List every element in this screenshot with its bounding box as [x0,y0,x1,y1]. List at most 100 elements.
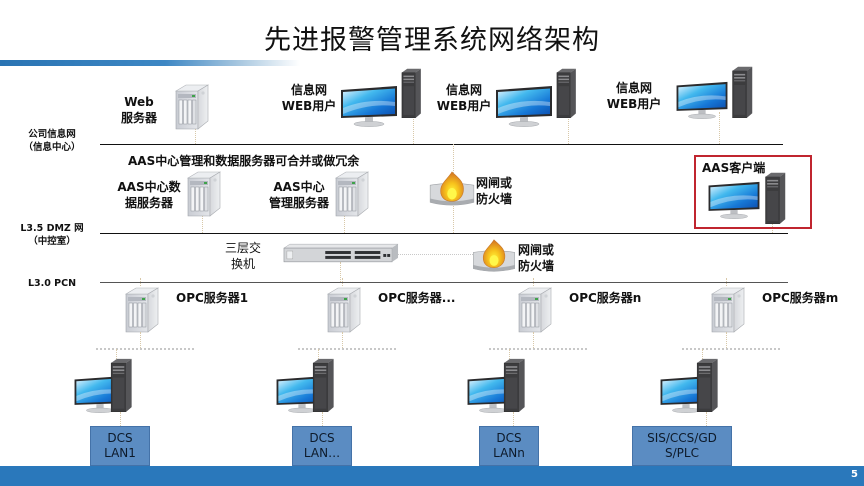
page-title: 先进报警管理系统网络架构 [264,25,600,56]
opc-server-label: OPC服务器n [569,291,642,305]
corp-network-line [100,144,783,145]
title-underline-bar [0,60,300,66]
label-line1: AAS中心 [273,180,325,194]
redundancy-note: AAS中心管理和数据服务器可合并或做冗余 [128,154,360,168]
connector [340,262,341,282]
zone-label-line1: L3.0 PCN [27,278,77,289]
server-icon [332,170,372,218]
label-line1: Web [124,95,154,109]
monitor-icon [674,80,730,120]
zone-label-line1: L3.5 DMZ 网 [20,223,84,234]
lan-label-line2: LAN… [303,446,341,460]
label-line1: 网闸或 [476,176,513,190]
server-icon [184,170,224,218]
zone-label-corp: 公司信息网 （信息中心） [10,128,94,154]
connector [533,278,534,286]
web-user-label: 信息网 WEB用户 [280,82,338,114]
lan-label-line1: SIS/CCS/GD [647,431,717,445]
server-icon [324,286,364,334]
label-line2: 防火墙 [518,259,555,273]
lan-label-line1: DCS [496,431,522,445]
connector [96,348,194,350]
connector [318,349,319,359]
label-line2: 据服务器 [124,196,173,210]
workstation-icon [397,68,425,118]
aas-client-highlight-box [694,155,812,229]
connector [509,349,510,359]
firewall-label: 网闸或 防火墙 [476,175,526,207]
label-line2: WEB用户 [606,97,662,111]
zone-label-line1: 公司信息网 [28,129,76,140]
connector [344,215,345,233]
label-line1: 信息网 [615,81,652,95]
workstation-icon [694,358,720,412]
connector [413,112,414,144]
connector [195,128,196,144]
connector [116,349,117,359]
page-number: 5 [851,469,858,480]
monitor-icon [706,180,762,220]
connector [140,278,141,286]
connector [513,412,514,426]
lan-label-line2: LAN1 [104,446,136,460]
lan-label-line2: S/PLC [665,446,699,460]
server-icon [708,286,748,334]
label-line2: 换机 [230,257,255,271]
zone-label-line2: （信息中心） [23,142,81,153]
server-icon [122,286,162,334]
connector [726,278,727,286]
connector [702,349,703,359]
label-line1: 信息网 [290,83,327,97]
connector [202,215,203,233]
label-line1: 三层交 [224,241,261,255]
dmz-network-line [100,233,788,234]
lan-box: SIS/CCS/GD S/PLC [632,426,732,466]
label-line2: WEB用户 [436,99,492,113]
connector [395,254,475,255]
server-icon [172,83,212,131]
zone-label-dmz: L3.5 DMZ 网 （中控室） [10,222,94,248]
workstation-icon [108,358,134,412]
workstation-icon [552,68,580,118]
opc-server-label: OPC服务器m [762,291,839,305]
opc-server-label: OPC服务器1 [176,291,249,305]
connector [298,348,396,350]
monitor-icon [494,84,554,128]
connector [682,348,780,350]
lan-label-line1: DCS [107,431,133,445]
connector [322,412,323,426]
switch-label: 三层交 换机 [218,240,268,272]
label-line2: 服务器 [120,111,157,125]
connector [726,332,727,348]
switch-icon [282,243,400,263]
firewall-icon [428,170,476,208]
label-line1: 信息网 [445,83,482,97]
pcn-network-line [100,282,788,283]
aas-mgmt-server-label: AAS中心 管理服务器 [262,179,336,211]
firewall-icon [470,238,518,274]
connector [120,412,121,426]
label-line2: WEB用户 [281,99,337,113]
footer-bar [0,466,864,486]
connector [719,112,720,144]
connector [568,112,569,144]
workstation-icon [501,358,527,412]
label-line2: 防火墙 [476,192,513,206]
aas-data-server-label: AAS中心数 据服务器 [112,179,186,211]
connector [489,348,587,350]
server-icon [515,286,555,334]
connector [533,332,534,348]
opc-server-label: OPC服务器... [378,291,456,305]
zone-label-line2: （中控室） [28,236,76,247]
connector [342,332,343,348]
workstation-icon [729,66,755,118]
connector [706,412,707,426]
web-server-label: Web 服务器 [112,94,166,126]
label-line1: 网闸或 [518,243,555,257]
lan-box: DCS LANn [479,426,539,466]
lan-box: DCS LAN1 [90,426,150,466]
label-line1: AAS中心数 [117,180,181,194]
workstation-icon [762,172,788,224]
connector [342,278,343,286]
lan-label-line2: LANn [493,446,525,460]
